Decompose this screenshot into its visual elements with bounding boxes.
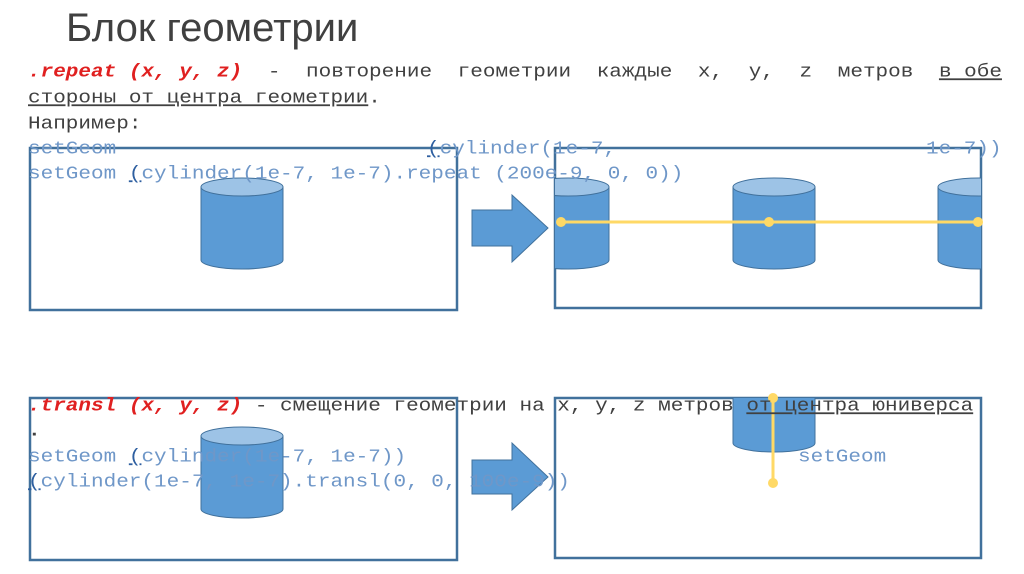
repeat-axis-line [556,217,983,227]
cylinder [937,177,981,270]
source-box-repeat [28,146,459,312]
text-word: y, [748,62,774,83]
example-label: Например: [28,114,142,135]
underlined-text: от центра юниверса [746,396,974,417]
code-setgeom-right: setGeom [798,447,887,468]
cylinder [732,177,816,270]
code-text: cylinder(1e-7, 1e-7)) [141,447,407,468]
transl-keyword: .transl (x, y, z) [28,396,243,417]
paren: ( [128,447,142,468]
code-repeat-line: setGeom (cylinder(1e-7, 1e-7).repeat (20… [28,163,683,186]
code-text: setGeom [28,164,129,185]
repeat-description-line: .repeat (x, y, z) - повторение геометрии… [28,61,1002,84]
text-word: - [267,62,281,83]
transl-description-line: .transl (x, y, z) - смещение геометрии н… [28,395,973,418]
code-setgeom: setGeom [28,139,117,160]
text-word: метров [837,62,914,83]
code-text: cylinder(1e-7, [439,139,617,160]
text-word: каждые [596,62,673,83]
transl-offset-line [768,393,778,488]
paren: ( [427,139,440,160]
code-text: cylinder(1e-7, 1e-7).transl(0, 0, 100e-9… [40,472,570,493]
repeat-description-line-2: стороны от центра геометрии. [28,87,381,110]
arrow-right [471,441,549,512]
slide-title: Блок геометрии [66,6,359,50]
source-box-transl [28,396,459,562]
cylinder [200,177,284,270]
text: - смещение геометрии на x, y, z метров [242,396,747,417]
cylinder [555,177,610,270]
text-word: геометрии [457,62,572,83]
code-arg: 1e-7)) [926,139,1002,160]
text-word: x, [697,62,724,83]
underlined-text: стороны от центра геометрии [28,88,369,109]
underlined-text: в обе [938,62,1002,83]
period: . [28,421,41,442]
cylinder [200,426,284,519]
paren: ( [28,472,41,493]
text-word: z [799,62,813,83]
code-cylinder: (cylinder(1e-7, [427,138,616,161]
code-transl-line: (cylinder(1e-7, 1e-7).transl(0, 0, 100e-… [28,471,570,494]
repeat-keyword: .repeat (x, y, z) [28,62,243,83]
period: . [368,88,381,109]
paren: ( [128,164,142,185]
code-text: setGeom [28,447,129,468]
text-word: повторение [306,62,433,83]
code-text: cylinder(1e-7, 1e-7).repeat (200e-9, 0, … [141,164,684,185]
arrow-right [471,193,549,264]
code-setgeom-line: setGeom (cylinder(1e-7, 1e-7)) [28,446,406,469]
